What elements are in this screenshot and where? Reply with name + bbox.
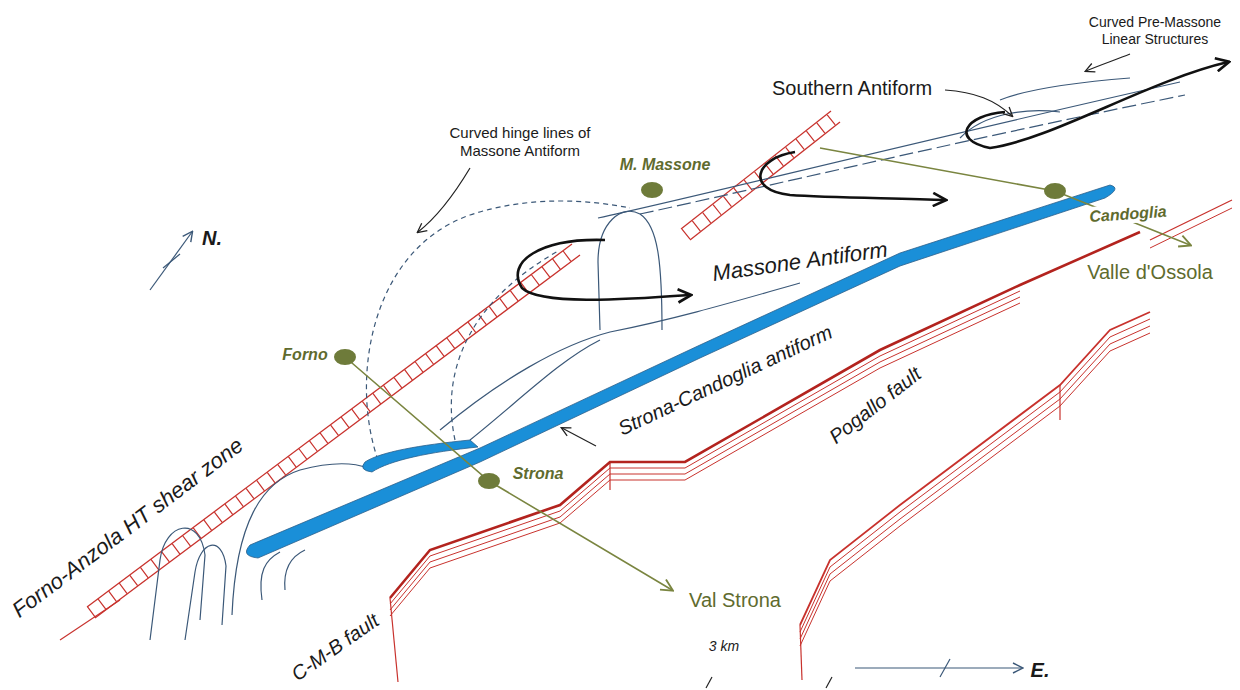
east-tick [940, 659, 950, 677]
fault-label: C-M-B fault [287, 608, 384, 686]
traverse-name: Val Strona [689, 588, 781, 612]
fault-zones [60, 111, 1232, 682]
curved-arrow [966, 62, 1228, 148]
fault-hatch [800, 319, 1150, 632]
place-name: Strona [513, 464, 564, 483]
massone-dome [598, 211, 662, 330]
shear-zone-line [690, 122, 840, 240]
traverse-line [820, 148, 1190, 245]
place-name: Forno [282, 345, 327, 364]
locality-dot [478, 473, 500, 489]
traverse-line [345, 357, 672, 590]
structure-label: Strona-Candoglia antiform [614, 320, 836, 440]
fold-outline [185, 545, 226, 640]
leaders [418, 54, 1130, 446]
fault-face-edge [800, 625, 802, 680]
place-name: M. Massone [620, 155, 711, 174]
place-name: Candoglia [1086, 202, 1170, 227]
compass-label: E. [1031, 658, 1050, 682]
structure-label: Massone Antiform [711, 237, 889, 288]
locality-dot [334, 349, 356, 365]
fault-hatch [800, 326, 1150, 639]
leader-arrow [945, 90, 1012, 116]
leader-arrow [418, 168, 470, 232]
structure-label: Curved Pre-Massone Linear Structures [1078, 14, 1233, 48]
curved-arrow [518, 240, 690, 300]
lineation-arrows [518, 62, 1228, 300]
leader-arrow [1086, 54, 1130, 71]
fold-outline [285, 550, 305, 590]
fault-face-edge [390, 598, 398, 682]
fault-face-edge [609, 462, 610, 490]
structure-label: Curved hinge lines of Massone Antiform [433, 124, 608, 160]
locality-dot [1044, 183, 1066, 199]
scale-label: 3 km [709, 638, 739, 655]
locality-dot [641, 182, 663, 198]
fold-outlines [150, 78, 1185, 640]
north-tick [163, 254, 180, 268]
shear-zone-line [87, 244, 572, 607]
cmb-fault-line [390, 232, 1140, 598]
marker-horizon [246, 185, 1115, 558]
traverses [345, 148, 1190, 590]
shear-zone-label: Forno-Anzola HT shear zone [7, 432, 248, 623]
compass-label: N. [202, 226, 222, 250]
scale-bar [706, 677, 832, 688]
hinge-line [451, 250, 560, 440]
fold-outline [261, 552, 280, 600]
shear-zone-hatch [91, 250, 576, 613]
leader-arrow [562, 428, 596, 446]
traverse-name: Valle d'Ossola [1087, 260, 1213, 284]
structure-label: Southern Antiform [772, 76, 932, 100]
shear-zone-line [60, 600, 120, 640]
east-arrow [855, 667, 1022, 668]
pogallo-fault-line [800, 312, 1150, 625]
orientation [150, 232, 1022, 677]
fold-outline [150, 528, 205, 640]
fault-label: Pogallo fault [824, 362, 926, 449]
locality-dots [334, 182, 1066, 489]
layer-outline [1000, 78, 1130, 100]
fault-face-edge [1059, 385, 1060, 420]
scale-tick [706, 677, 712, 688]
north-arrow [150, 232, 192, 290]
scale-tick [826, 677, 832, 688]
fault-hatch [800, 333, 1150, 646]
curved-arrow [760, 152, 945, 200]
